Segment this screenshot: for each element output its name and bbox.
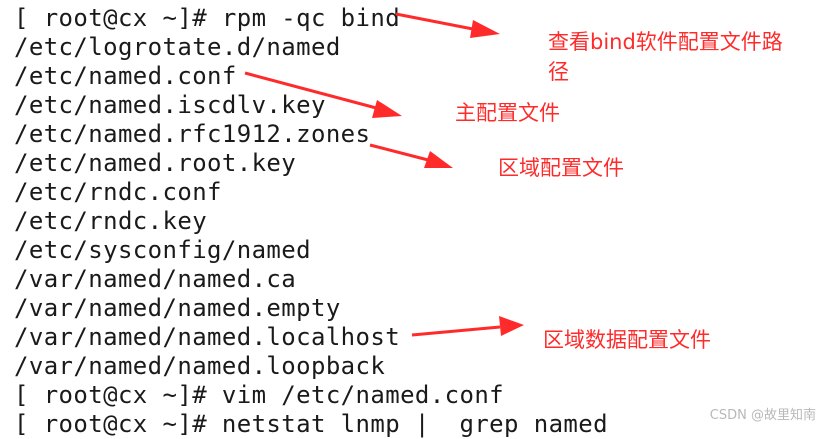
terminal-line: /etc/logrotate.d/named <box>14 33 341 61</box>
terminal-line: /var/named/named.empty <box>14 294 341 322</box>
watermark: CSDN @故里知南 <box>709 408 816 423</box>
arrow-view-paths <box>395 12 500 38</box>
annotation-zone-data-config: 区域数据配置文件 <box>543 328 711 352</box>
terminal-line-command: [ root@cx ~]# vim /etc/named.conf <box>14 381 505 409</box>
terminal-line-command: [ root@cx ~]# rpm -qc bind <box>14 4 401 32</box>
terminal-line: /var/named/named.loopback <box>14 352 386 380</box>
terminal-line: /etc/sysconfig/named <box>14 236 311 264</box>
annotation-view-paths-line1: 查看bind软件配置文件路 <box>548 30 783 54</box>
annotation-main-config: 主配置文件 <box>455 101 560 125</box>
annotation-view-paths-line2: 径 <box>548 60 569 84</box>
arrow-zone-config <box>369 143 453 168</box>
terminal-line: /etc/named.root.key <box>14 149 297 177</box>
terminal-line: /etc/named.iscdlv.key <box>14 91 326 119</box>
terminal-line: /etc/named.conf <box>14 62 237 90</box>
terminal-line: /etc/rndc.conf <box>14 178 222 206</box>
terminal-line: /etc/rndc.key <box>14 207 208 235</box>
arrow-zone-data-config <box>411 316 524 337</box>
terminal-line: /etc/named.rfc1912.zones <box>14 120 371 148</box>
terminal-line: /var/named/named.localhost <box>14 323 401 351</box>
terminal-line: /var/named/named.ca <box>14 265 297 293</box>
annotation-zone-config: 区域配置文件 <box>498 156 624 180</box>
arrow-main-config <box>244 71 402 118</box>
